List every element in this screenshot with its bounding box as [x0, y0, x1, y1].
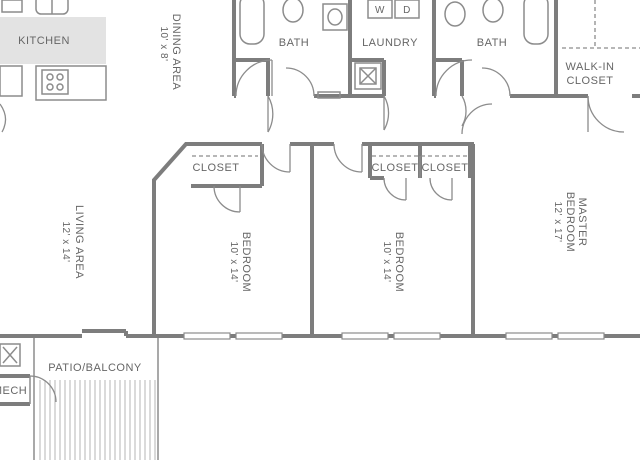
mech-label: MECH: [0, 385, 27, 397]
bedroom-1: BEDROOM 10' x 14': [228, 232, 252, 292]
door-swing: [383, 95, 390, 131]
door-swing: [267, 95, 274, 133]
door-swing: [481, 67, 511, 97]
upper-walls: [232, 0, 640, 98]
master-bedroom: MASTER BEDROOM 12' x 17': [552, 192, 588, 252]
stove: [35, 65, 107, 101]
patio-balcony: PATIO/BALCONY: [33, 338, 159, 460]
door-swing: [435, 59, 473, 97]
bath-1-label: BATH: [279, 37, 310, 49]
sink-icon: [444, 1, 466, 27]
door-swing: [333, 143, 363, 173]
living-label: LIVING AREA: [73, 205, 85, 279]
walkin-label-2: CLOSET: [566, 75, 613, 87]
window: [557, 332, 605, 340]
bedroom-2-dims: 10' x 14': [381, 241, 392, 282]
door-swing: [285, 67, 315, 97]
water-heater-icon: [354, 62, 382, 90]
bedroom-1-dims: 10' x 14': [228, 241, 239, 282]
closet-shelf: [317, 91, 341, 99]
bathtub-icon: [239, 0, 265, 45]
toilet-icon: [282, 0, 304, 23]
dryer-label: D: [403, 5, 411, 16]
kitchen-cabinet: [1, 0, 23, 13]
dryer-icon: [394, 0, 420, 19]
balcony-decking: [39, 380, 156, 460]
washer-label: W: [375, 5, 385, 16]
door-swing: [461, 103, 493, 135]
bath-2: BATH: [435, 0, 549, 127]
window: [393, 332, 441, 340]
closet-2-label: CLOSET: [371, 162, 418, 174]
walkin-label-1: WALK-IN: [566, 61, 615, 73]
bedroom-2-label: BEDROOM: [393, 232, 405, 292]
window: [505, 332, 553, 340]
bedroom-walls: [0, 142, 640, 338]
stove-burners-icon: [41, 69, 69, 95]
door-swing: [383, 177, 407, 201]
kitchen-counter: [0, 17, 106, 64]
laundry: W D LAUNDRY: [354, 0, 420, 131]
patio-label-bg: [40, 356, 152, 378]
closet-1-label: CLOSET: [192, 162, 239, 174]
door-swing: [261, 143, 291, 173]
window: [183, 332, 231, 340]
toilet-icon: [482, 0, 504, 23]
dining-label: DINING AREA: [170, 14, 182, 91]
mech-closet: MECH: [0, 343, 57, 406]
living-area: LIVING AREA 12' x 14': [60, 205, 85, 279]
kitchen-counter-curve: [0, 103, 7, 133]
washer-icon: [367, 0, 393, 19]
window: [235, 332, 283, 340]
master-dims: 12' x 17': [552, 201, 563, 242]
door-swing: [235, 59, 273, 97]
master-label-2: BEDROOM: [564, 192, 576, 252]
door-swing: [29, 375, 57, 403]
dining-dims: 10' x 8': [158, 26, 169, 61]
kitchen-cabinet: [0, 65, 23, 97]
bedroom-2: BEDROOM 10' x 14': [381, 232, 405, 292]
bedroom-1-label: BEDROOM: [240, 232, 252, 292]
hvac-unit-icon: [0, 343, 21, 367]
laundry-label: LAUNDRY: [362, 37, 418, 49]
windows: [183, 332, 605, 340]
window: [341, 332, 389, 340]
sink-icon: [322, 3, 348, 31]
bath-1: BATH: [235, 0, 348, 133]
door-swing: [587, 95, 625, 133]
dining-area: DINING AREA 10' x 8': [158, 14, 182, 91]
door-swing: [429, 177, 453, 201]
closets-2-3: CLOSET CLOSET: [333, 143, 468, 201]
bathtub-icon: [523, 0, 549, 45]
kitchen-label: KITCHEN: [18, 35, 70, 47]
kitchen: KITCHEN: [0, 0, 107, 133]
bath-2-label: BATH: [477, 37, 508, 49]
closet-3-label: CLOSET: [421, 162, 468, 174]
closet-1: CLOSET: [192, 143, 291, 213]
patio-label: PATIO/BALCONY: [48, 362, 142, 374]
living-dims: 12' x 14': [60, 221, 71, 262]
walk-in-closet: WALK-IN CLOSET: [562, 0, 640, 133]
door-swing: [213, 185, 241, 213]
master-label-1: MASTER: [576, 198, 588, 247]
